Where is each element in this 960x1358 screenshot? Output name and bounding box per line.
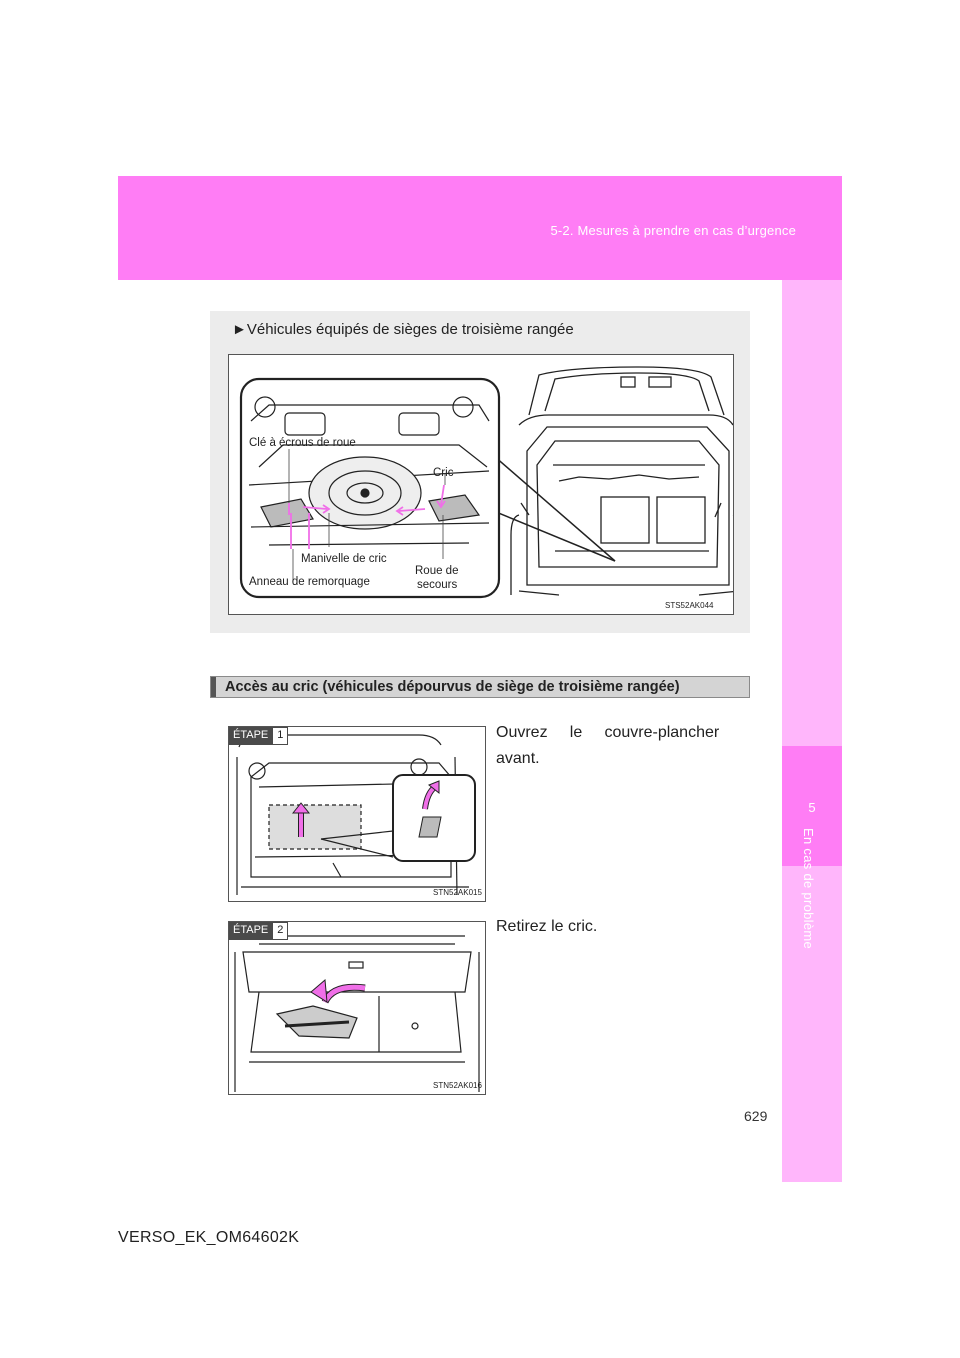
section-heading: Accès au cric (véhicules dépourvus de si… [225,679,680,695]
label-jack: Cric [433,467,454,479]
document-code: VERSO_EK_OM64602K [118,1229,300,1246]
step-2-badge: ÉTAPE 2 [229,922,289,940]
step-2-badge-label: ÉTAPE [229,922,273,940]
step-2-badge-number: 2 [272,922,289,940]
figure-panel-third-row: ►Véhicules équipés de sièges de troisièm… [210,311,750,633]
step-2-code: STN52AK016 [433,1081,482,1090]
label-spare-wheel-2: secours [417,579,458,591]
step-1-badge: ÉTAPE 1 [229,727,289,745]
figure-frame: Clé à écrous de roue Cric Manivelle de c… [228,354,741,615]
header-band: 5-2. Mesures à prendre en cas d’urgence [118,176,842,280]
step-2-text-line-1: Retirez le cric. [496,918,598,935]
step-1-illustration: STN52AK015 [236,734,482,897]
label-towing-eye: Anneau de remorquage [249,576,370,588]
chapter-side-tab: 5 En cas de problème [782,280,842,1182]
step-1-figure: STN52AK015 ÉTAPE 1 [228,726,486,902]
label-spare-wheel-1: Roue de [415,565,458,577]
step-2-illustration: STN52AK016 [234,935,482,1092]
step-1-code: STN52AK015 [433,888,482,897]
step-1-text: Ouvrez le couvre-plancher avant. [496,720,744,772]
figure-heading: ►Véhicules équipés de sièges de troisièm… [232,321,574,338]
step-2-figure: STN52AK016 ÉTAPE 2 [228,921,486,1095]
label-wheel-nut-wrench: Clé à écrous de roue [249,437,356,449]
page-number: 629 [744,1108,768,1124]
luggage-area-illustration: Clé à écrous de roue Cric Manivelle de c… [239,366,741,610]
chapter-number: 5 [808,800,816,815]
step-1-badge-label: ÉTAPE [229,727,273,745]
car-rear-drawing [510,366,741,596]
chapter-label: En cas de problème [801,828,816,950]
step-1-badge-number: 1 [272,727,289,745]
step-1-text-line-1: Ouvrez le couvre-plancher [496,724,720,741]
pink-pointer-lines [288,484,446,549]
step-2-text: Retirez le cric. [496,914,744,940]
section-title: 5-2. Mesures à prendre en cas d’urgence [550,223,796,238]
figure-code: STS52AK044 [665,601,714,610]
section-heading-marker [211,677,216,697]
section-heading-bar: Accès au cric (véhicules dépourvus de si… [210,676,750,698]
step-1-text-line-2: avant. [496,750,540,767]
label-jack-handle: Manivelle de cric [301,553,387,565]
chapter-tab-highlight [782,746,842,866]
